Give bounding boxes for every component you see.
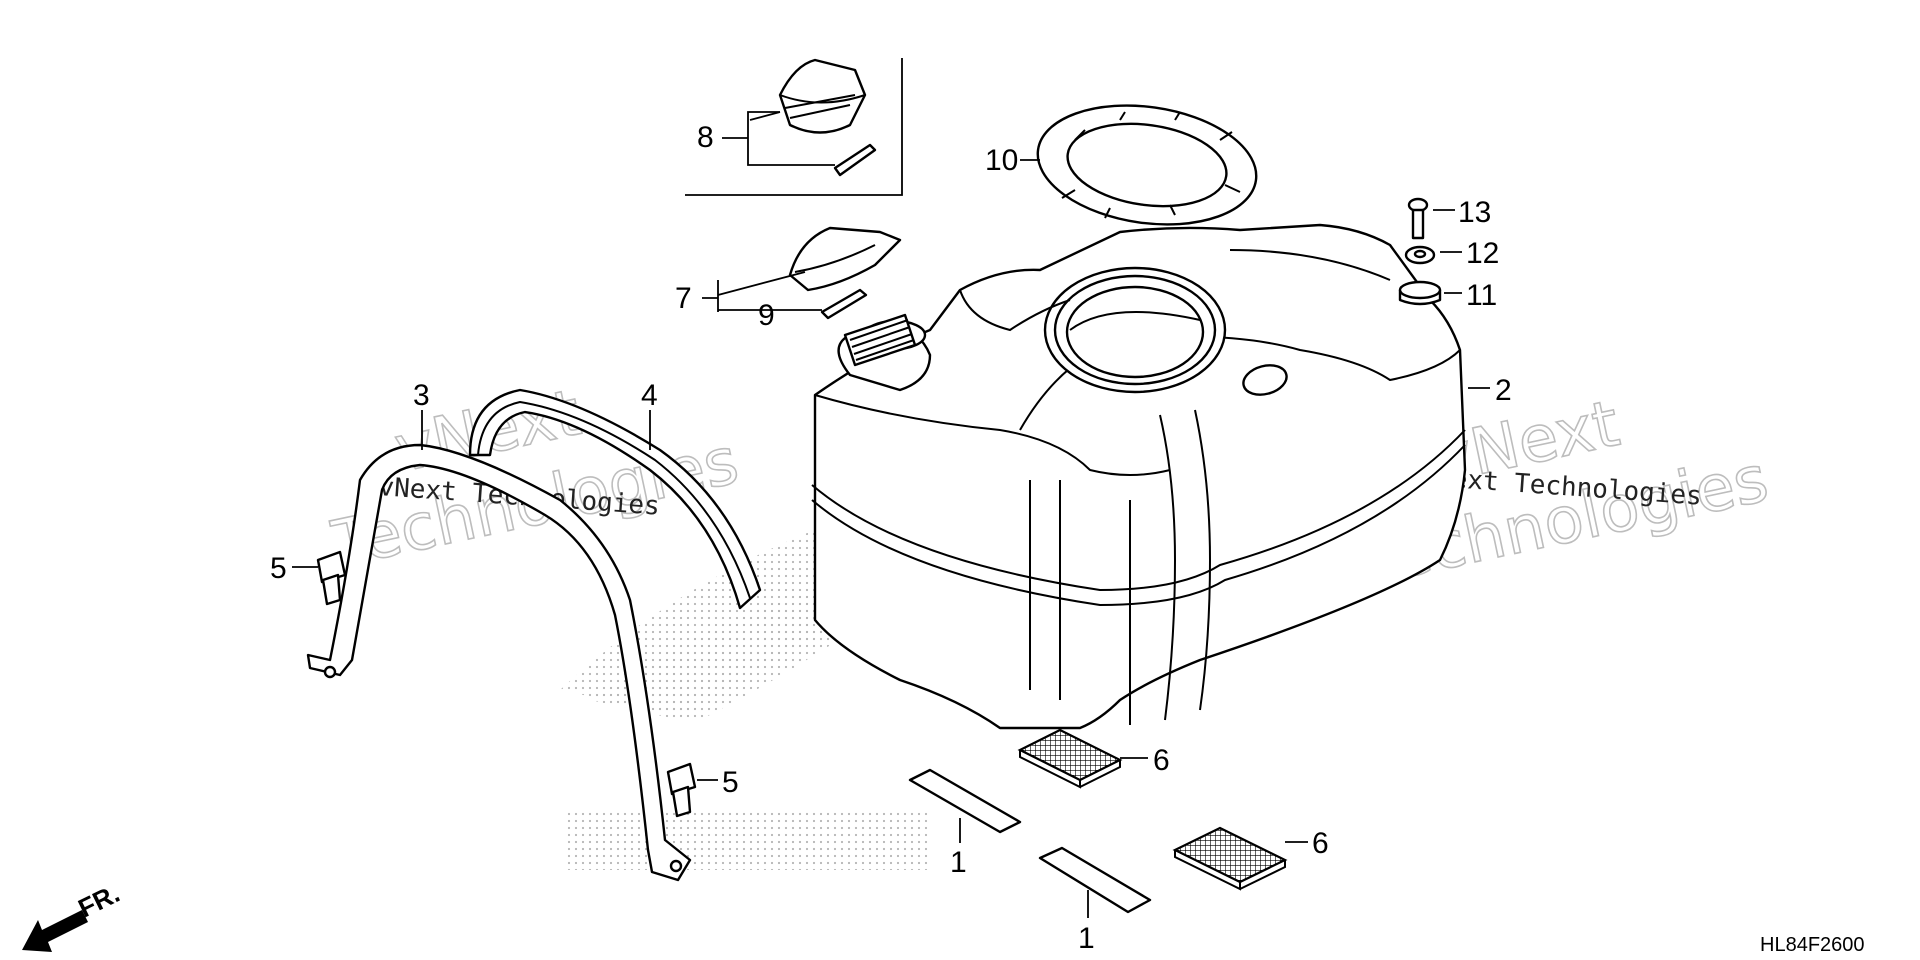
fuel-cap-assembly-8 xyxy=(685,58,903,196)
callout-12: 12 xyxy=(1466,237,1499,270)
leader-lines xyxy=(292,111,1490,918)
callout-7: 7 xyxy=(675,282,692,315)
bolt-13 xyxy=(1407,197,1429,240)
callout-1b: 1 xyxy=(1078,922,1095,955)
callout-8: 8 xyxy=(697,121,714,154)
filler-tube xyxy=(843,313,917,367)
callout-11: 11 xyxy=(1466,279,1497,312)
callout-10: 10 xyxy=(985,144,1018,177)
pad-1-upper xyxy=(908,768,1022,834)
callout-4: 4 xyxy=(641,379,658,412)
callout-6a: 6 xyxy=(1153,744,1170,777)
pad-1-lower xyxy=(1038,846,1152,914)
callout-2: 2 xyxy=(1495,374,1512,407)
tank-band-4 xyxy=(468,388,762,610)
callout-6b: 6 xyxy=(1312,827,1329,860)
mesh-pad-6-lower xyxy=(1172,826,1288,891)
fuel-cap-assembly-7 xyxy=(788,226,902,320)
callout-7-bracket xyxy=(702,280,719,312)
callout-1a: 1 xyxy=(950,846,967,879)
callout-5a: 5 xyxy=(270,552,287,585)
callout-labels: 1 1 2 3 4 5 5 6 6 7 8 9 10 11 12 13 xyxy=(270,121,1512,955)
diagram-code: HL84F2600 xyxy=(1760,934,1865,956)
rubber-mount-11 xyxy=(1398,280,1442,306)
callout-3: 3 xyxy=(413,379,430,412)
bolt-5-left xyxy=(316,550,347,606)
mesh-pad-6-upper xyxy=(1017,728,1123,789)
callout-13: 13 xyxy=(1458,196,1491,229)
tank-band-3 xyxy=(306,443,692,882)
callout-5b: 5 xyxy=(722,766,739,799)
washer-12 xyxy=(1404,245,1436,265)
retainer-ring xyxy=(1036,104,1258,226)
callout-9: 9 xyxy=(758,299,775,332)
front-direction-arrow-icon xyxy=(22,910,88,952)
bolt-5-right xyxy=(666,762,697,818)
fuel-tank xyxy=(811,223,1467,730)
callout-8-bracket xyxy=(722,111,835,166)
